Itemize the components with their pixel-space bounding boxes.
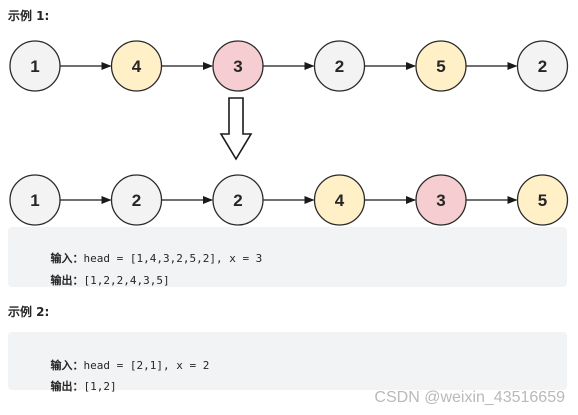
node-circle <box>313 40 366 92</box>
node-circle <box>516 174 569 226</box>
before-node-2: 4 <box>110 40 163 92</box>
output-label: 输出： <box>50 380 84 393</box>
node-circle <box>212 174 264 226</box>
node-value: 5 <box>436 57 445 76</box>
node-value: 5 <box>538 191 547 210</box>
after-node-1: 1 <box>9 174 61 226</box>
before-node-3: 3 <box>212 40 264 92</box>
input-label: 输入： <box>50 252 84 265</box>
node-circle <box>415 40 467 92</box>
node-circle <box>9 40 61 92</box>
node-value: 2 <box>132 191 141 210</box>
example-1-code-box: 输入：head = [1,4,3,2,5,2], x = 3 输出：[1,2,2… <box>8 227 567 287</box>
output-label: 输出： <box>50 274 84 287</box>
node-circle <box>415 174 467 226</box>
before-node-4: 2 <box>313 40 366 92</box>
node-circle <box>313 174 366 226</box>
example-2-input-line: 输入：head = [2,1], x = 2 <box>24 344 210 386</box>
example-2-output-line: 输出：[1,2] <box>24 365 117 407</box>
node-circle <box>516 40 569 92</box>
node-value: 2 <box>233 191 242 210</box>
input-label: 输入： <box>50 359 84 372</box>
node-value: 4 <box>335 191 345 210</box>
node-value: 2 <box>538 57 547 76</box>
before-node-1: 1 <box>9 40 61 92</box>
node-value: 2 <box>335 57 344 76</box>
node-value: 4 <box>132 57 142 76</box>
example-1-output-line: 输出：[1,2,2,4,3,5] <box>24 259 170 301</box>
before-node-6: 2 <box>516 40 569 92</box>
input-value: head = [2,1], x = 2 <box>83 359 210 372</box>
example-1-input-line: 输入：head = [1,4,3,2,5,2], x = 3 <box>24 237 263 279</box>
input-value: head = [1,4,3,2,5,2], x = 3 <box>83 252 263 265</box>
node-circle <box>110 40 163 92</box>
output-value: [1,2,2,4,3,5] <box>83 274 170 287</box>
after-node-5: 3 <box>415 174 467 226</box>
example-2-code-box: 输入：head = [2,1], x = 2 输出：[1,2] <box>8 332 567 393</box>
transform-down-arrow-icon <box>219 97 253 161</box>
before-node-5: 5 <box>415 40 467 92</box>
after-node-2: 2 <box>110 174 163 226</box>
example-1-heading: 示例 1: <box>8 9 50 23</box>
node-value: 3 <box>233 57 242 76</box>
list-before: 1 4 3 2 5 2 <box>9 40 569 92</box>
node-value: 3 <box>436 191 445 210</box>
after-node-6: 5 <box>516 174 569 226</box>
node-circle <box>110 174 163 226</box>
node-value: 1 <box>30 57 39 76</box>
watermark: CSDN @weixin_43516659 <box>374 389 565 406</box>
example-2-heading: 示例 2: <box>8 305 50 319</box>
node-circle <box>212 40 264 92</box>
linked-list-diagram: 1 4 3 2 5 2 1 2 2 4 3 5 <box>9 40 569 226</box>
node-value: 1 <box>30 191 39 210</box>
after-node-4: 4 <box>313 174 366 226</box>
node-circle <box>9 174 61 226</box>
after-node-3: 2 <box>212 174 264 226</box>
output-value: [1,2] <box>83 380 117 393</box>
list-after: 1 2 2 4 3 5 <box>9 174 569 226</box>
